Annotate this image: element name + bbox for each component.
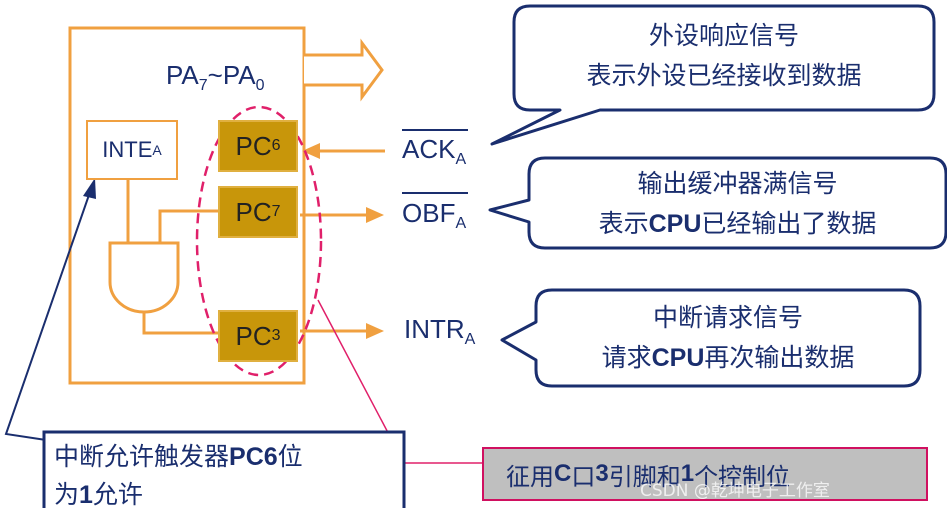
ack-callout-text: 外设响应信号 表示外设已经接收到数据 (514, 16, 934, 96)
obf-label-main: OBF (402, 198, 456, 228)
ack-arrowhead (302, 143, 320, 159)
pa-label-tilde: ~PA (207, 60, 256, 90)
inte-note-line2: 为1允许 (54, 476, 399, 508)
obf-callout-line2-c: 已经输出了数据 (701, 209, 877, 238)
intr-label-main: INTR (404, 314, 465, 344)
intr-callout-line1: 中断请求信号 (652, 303, 803, 332)
pa-label-sub0: 0 (255, 77, 265, 94)
port-a-frame (68, 26, 306, 385)
ack-callout-line2: 表示外设已经接收到数据 (586, 61, 862, 90)
pins-note-e: 引脚和 (608, 462, 681, 491)
obf-arrowhead (366, 207, 384, 223)
pa-label-main: PA (166, 60, 199, 90)
intr-callout-bubble (500, 288, 922, 388)
obf-label-sub: A (455, 215, 467, 232)
pins-note-g: 个控制位 (694, 462, 791, 491)
obf-callout-line2: 表示CPU已经输出了数据 (529, 204, 946, 244)
pc7-label-sub: 7 (271, 203, 281, 220)
obf-callout-line2-b: CPU (648, 210, 702, 238)
gate-to-pc3-line (142, 312, 218, 335)
inte-note-line2-b: 1 (79, 481, 93, 508)
pc6-label-sub: 6 (271, 137, 281, 154)
inte-note-text: 中断允许触发器PC6位 为1允许 (54, 438, 399, 508)
pins-note-c: 口 (571, 462, 596, 491)
obf-signal-label: OBFA (402, 198, 466, 233)
ack-callout-line1: 外设响应信号 (648, 21, 799, 50)
pins-note-f: 1 (680, 460, 695, 487)
pc7-label-main: PC (235, 196, 272, 227)
pc3-label-main: PC (235, 320, 272, 351)
obf-callout-text: 输出缓冲器满信号 表示CPU已经输出了数据 (529, 164, 946, 244)
pins-note-d: 3 (595, 460, 609, 487)
inte-label-sub: A (152, 142, 162, 158)
pc7-to-gate-line (158, 209, 218, 243)
intr-arrowhead (366, 323, 384, 339)
pc3-label-sub: 3 (271, 327, 281, 344)
ack-callout-bubble (490, 4, 936, 146)
intr-label-sub: A (464, 331, 476, 348)
inte-note-line2-c: 允许 (92, 480, 143, 508)
pa-bus-label: PA7~PA0 (166, 60, 265, 95)
pa-label-sub7: 7 (198, 77, 208, 94)
inte-note-line1-a: 中断允许触发器 (54, 442, 230, 471)
pc6-label-main: PC (235, 130, 272, 161)
inte-note-line1-c: 位 (277, 442, 303, 471)
inte-note-box (42, 430, 406, 508)
ack-signal-label: ACKA (402, 134, 466, 169)
obf-callout-bubble (488, 156, 947, 250)
inte-label-main: INTE (102, 137, 153, 162)
pins-ellipse (195, 105, 323, 377)
obf-callout-line1: 输出缓冲器满信号 (637, 169, 838, 198)
intr-callout-line2: 请求CPU再次输出数据 (536, 338, 920, 378)
intr-callout-line2-c: 再次输出数据 (704, 343, 855, 372)
inte-note-line1: 中断允许触发器PC6位 (54, 438, 399, 476)
intr-callout-line2-b: CPU (651, 344, 705, 372)
watermark-text: CSDN @乾坤电子工作室 (640, 481, 830, 501)
intr-callout-line2-a: 请求 (601, 343, 652, 372)
intr-signal-label: INTRA (404, 314, 475, 349)
inte-leader-line (4, 191, 91, 441)
ack-label-sub: A (455, 151, 467, 168)
obf-callout-line2-a: 表示 (598, 209, 649, 238)
pins-note-b: C (554, 460, 572, 487)
inte-leader-arrowhead (83, 178, 96, 199)
inte-note-line1-b: PC6 (229, 443, 278, 471)
pa-bus-arrow (304, 38, 384, 102)
inte-note-line2-a: 为 (54, 480, 80, 508)
ack-label-main: ACK (402, 134, 456, 164)
and-gate (108, 241, 180, 314)
pins-note-a: 征用 (506, 462, 554, 491)
intr-callout-text: 中断请求信号 请求CPU再次输出数据 (536, 298, 920, 378)
